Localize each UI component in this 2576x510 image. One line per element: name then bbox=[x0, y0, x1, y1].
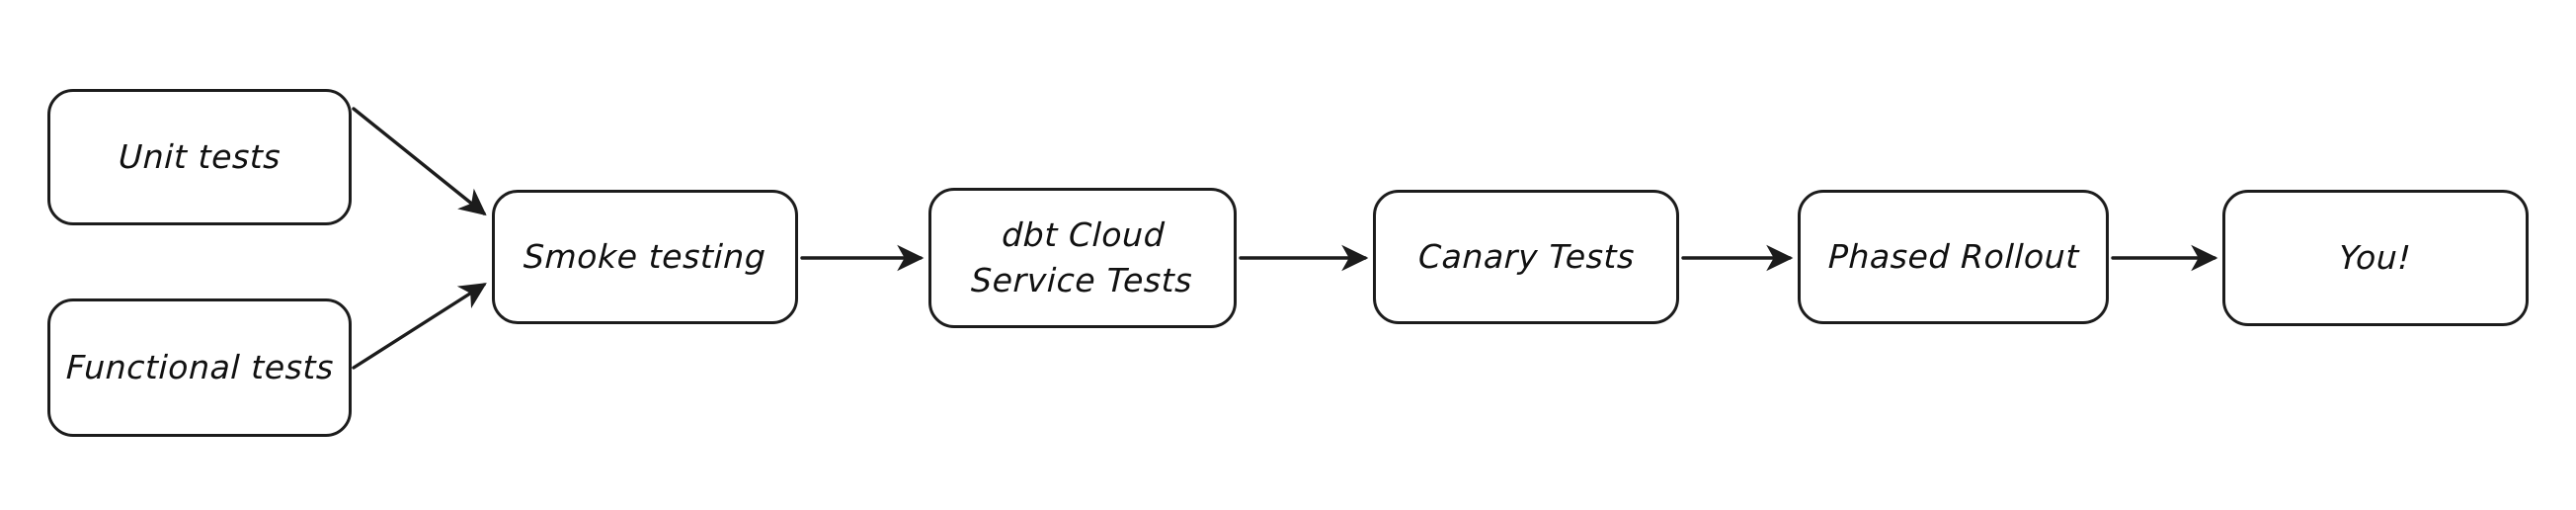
node-unit-tests[interactable]: Unit tests bbox=[47, 89, 352, 225]
node-unit-tests-label: Unit tests bbox=[118, 137, 282, 177]
node-dbt-cloud-service-tests[interactable]: dbt Cloud Service Tests bbox=[928, 188, 1237, 328]
node-smoke-testing-label: Smoke testing bbox=[523, 237, 767, 277]
edge-functional-to-smoke bbox=[352, 283, 487, 370]
node-phased-rollout[interactable]: Phased Rollout bbox=[1798, 190, 2109, 324]
node-canary-tests-label: Canary Tests bbox=[1416, 237, 1636, 277]
node-functional-tests[interactable]: Functional tests bbox=[47, 298, 352, 437]
node-you-label: You! bbox=[2338, 238, 2413, 278]
node-phased-rollout-label: Phased Rollout bbox=[1826, 237, 2080, 277]
node-dbt-cloud-service-tests-label: dbt Cloud Service Tests bbox=[970, 215, 1193, 299]
node-functional-tests-label: Functional tests bbox=[64, 348, 335, 387]
node-smoke-testing[interactable]: Smoke testing bbox=[492, 190, 798, 324]
node-you[interactable]: You! bbox=[2222, 190, 2529, 326]
node-canary-tests[interactable]: Canary Tests bbox=[1373, 190, 1679, 324]
edge-unit-to-smoke bbox=[352, 107, 487, 216]
